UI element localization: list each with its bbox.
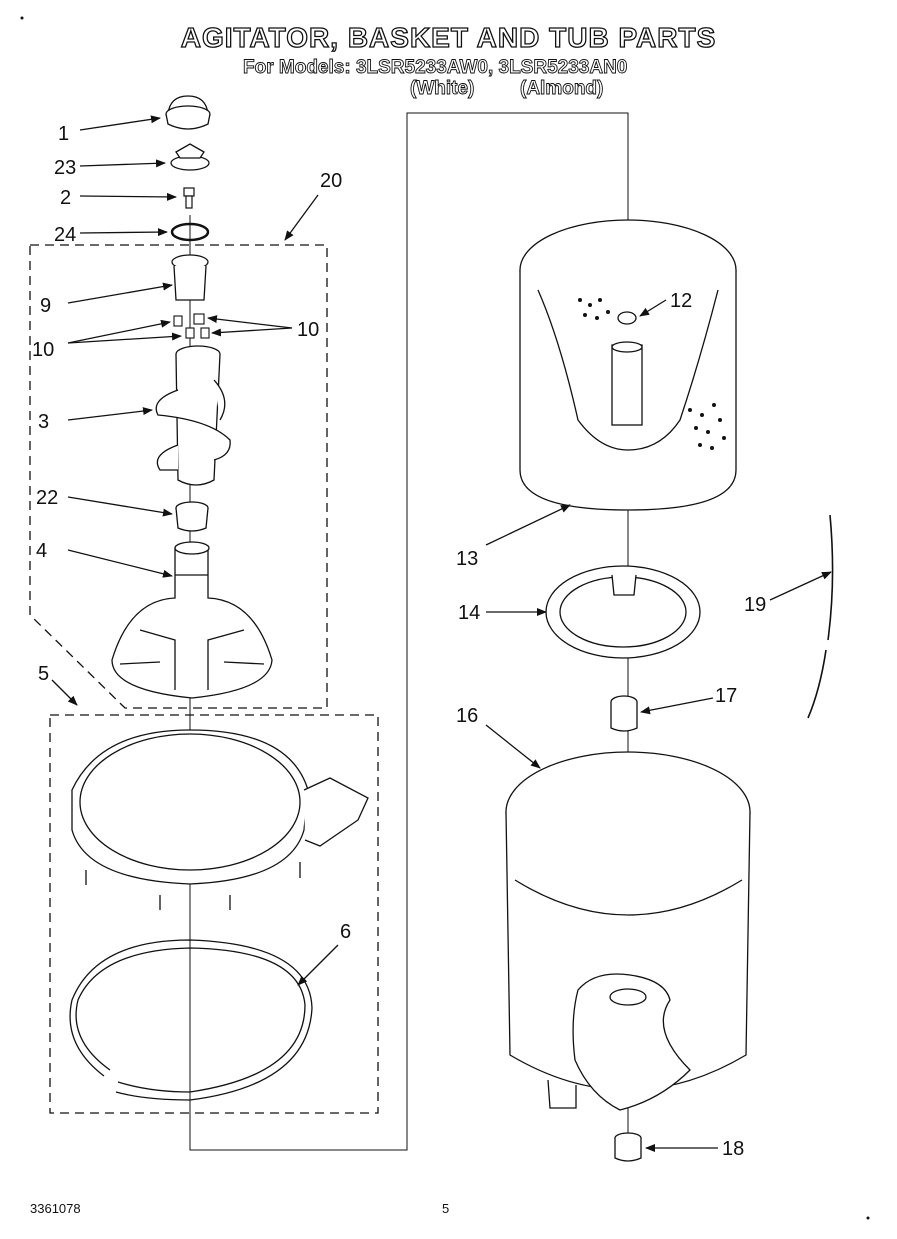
callout-1: 1 — [58, 123, 69, 145]
page-title: AGITATOR, BASKET AND TUB PARTS — [180, 21, 717, 53]
part-14-hub-ring — [545, 565, 701, 659]
page-number: 5 — [442, 1201, 450, 1216]
assembly-20-boundary — [29, 244, 328, 709]
callout-10-right: 10 — [297, 319, 319, 341]
callout-14: 14 — [458, 602, 480, 624]
part-16-outer-tub — [505, 751, 751, 1111]
callout-20: 20 — [320, 170, 342, 192]
part-10-dogs — [173, 313, 210, 339]
callout-17: 17 — [715, 685, 737, 707]
assembly-5-boundary — [49, 714, 379, 1114]
part-4-agitator-base — [111, 541, 273, 699]
part-2-bolt — [183, 187, 195, 209]
callout-4: 4 — [36, 540, 47, 562]
part-1-agitator-cap — [165, 95, 211, 130]
callout-22: 22 — [36, 487, 58, 509]
model-subtitle: For Models: 3LSR5233AW0, 3LSR5233AN0 — [243, 57, 628, 79]
callout-23: 23 — [54, 157, 76, 179]
callout-12: 12 — [670, 290, 692, 312]
variant-almond: (Almond) — [520, 78, 604, 100]
callout-18: 18 — [722, 1138, 744, 1160]
part-17 — [610, 695, 638, 732]
part-6-split-ring — [69, 939, 313, 1101]
callout-2: 2 — [60, 187, 71, 209]
callout-5: 5 — [38, 663, 49, 685]
part-13-basket — [519, 219, 737, 511]
part-24-ring — [170, 222, 210, 242]
part-22 — [175, 501, 209, 532]
callout-19: 19 — [744, 594, 766, 616]
callout-3: 3 — [38, 411, 49, 433]
callout-13: 13 — [456, 548, 478, 570]
callout-16: 16 — [456, 705, 478, 727]
part-5-tub-ring — [71, 729, 369, 910]
doc-number: 3361078 — [30, 1201, 81, 1216]
part-3-auger — [155, 345, 231, 486]
callout-10-left: 10 — [32, 339, 54, 361]
part-9 — [171, 254, 209, 301]
callout-24: 24 — [54, 224, 76, 246]
part-23 — [170, 143, 210, 171]
part-12-nut — [617, 311, 637, 325]
callout-9: 9 — [40, 295, 51, 317]
callout-6: 6 — [340, 921, 351, 943]
part-18 — [614, 1132, 642, 1162]
variant-white: (White) — [410, 78, 475, 100]
part-19-strip — [807, 514, 834, 719]
basket-holes — [578, 298, 726, 450]
